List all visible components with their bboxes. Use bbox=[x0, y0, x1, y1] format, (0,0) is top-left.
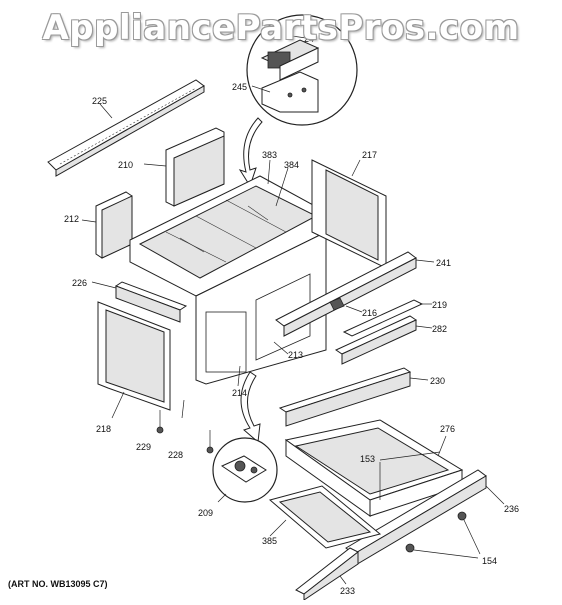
part-216-219-clip-and-trim bbox=[329, 297, 432, 337]
callout-245: 245 bbox=[232, 82, 247, 92]
part-282-trim bbox=[334, 315, 433, 365]
part-217-rear-panel bbox=[311, 159, 387, 269]
part-218-panel bbox=[97, 301, 171, 419]
callout-219: 219 bbox=[432, 300, 447, 310]
callout-384: 384 bbox=[284, 160, 299, 170]
callout-233: 233 bbox=[340, 586, 355, 596]
part-233-rail bbox=[295, 547, 359, 601]
callout-153: 153 bbox=[360, 454, 375, 464]
callout-210: 210 bbox=[118, 160, 133, 170]
callout-217: 217 bbox=[362, 150, 377, 160]
callout-216: 216 bbox=[362, 308, 377, 318]
part-154-screws bbox=[405, 511, 481, 559]
part-230-rail bbox=[278, 367, 429, 427]
callout-282: 282 bbox=[432, 324, 447, 334]
part-276-drawer-tray bbox=[284, 419, 464, 517]
callout-24: 24 bbox=[304, 34, 314, 44]
callout-229: 229 bbox=[136, 442, 151, 452]
callout-226: 226 bbox=[72, 278, 87, 288]
callout-213: 213 bbox=[288, 350, 303, 360]
part-385-bottom-panel bbox=[268, 485, 382, 549]
callout-230: 230 bbox=[430, 376, 445, 386]
callout-214: 214 bbox=[232, 388, 247, 398]
part-226-front-trim bbox=[91, 281, 188, 323]
callout-276: 276 bbox=[440, 424, 455, 434]
part-225-vent-trim bbox=[47, 79, 205, 177]
callout-228: 228 bbox=[168, 450, 183, 460]
callout-212: 212 bbox=[64, 214, 79, 224]
callout-225: 225 bbox=[92, 96, 107, 106]
callout-236: 236 bbox=[504, 504, 519, 514]
main-cabinet-frame bbox=[129, 159, 327, 385]
callout-154: 154 bbox=[482, 556, 497, 566]
callout-209: 209 bbox=[198, 508, 213, 518]
part-241-rail bbox=[275, 251, 435, 337]
callout-241: 241 bbox=[436, 258, 451, 268]
callout-383: 383 bbox=[262, 150, 277, 160]
art-number: (ART NO. WB13095 C7) bbox=[8, 579, 108, 589]
part-210-bracket bbox=[143, 127, 225, 207]
leveling-feet bbox=[156, 399, 214, 454]
callout-385: 385 bbox=[262, 536, 277, 546]
part-212-side-bracket bbox=[81, 191, 133, 259]
detail-circle-209 bbox=[212, 437, 278, 503]
detail-circle-top bbox=[246, 14, 358, 126]
callout-218: 218 bbox=[96, 424, 111, 434]
